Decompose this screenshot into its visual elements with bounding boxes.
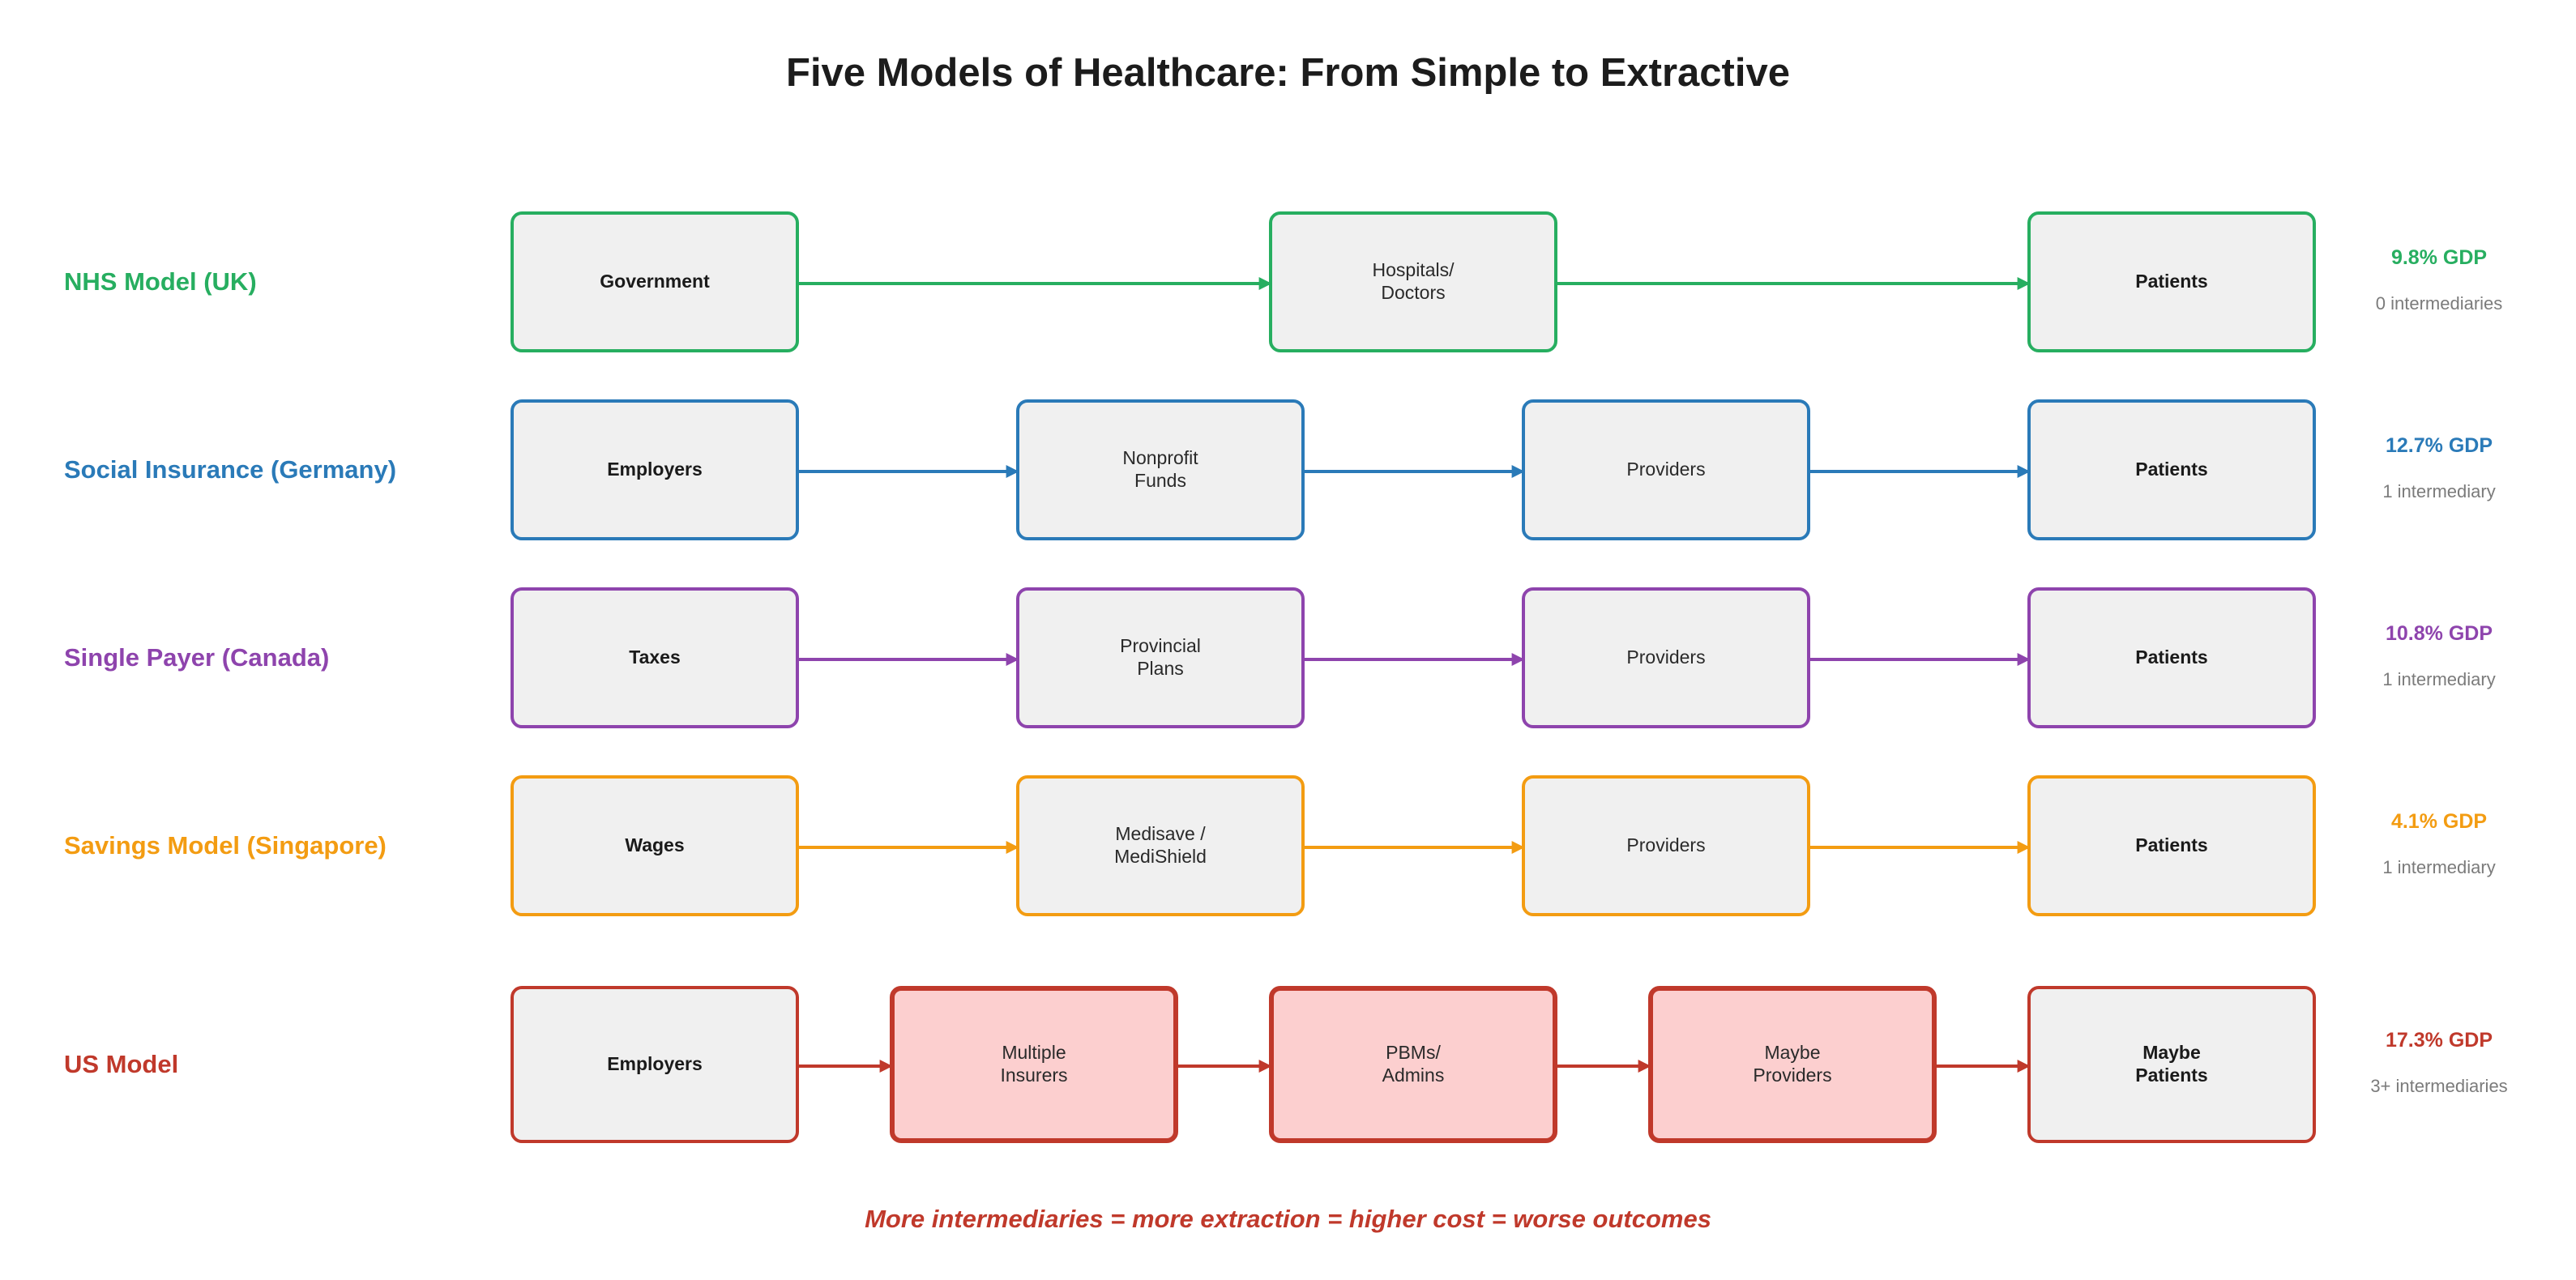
flow-node: Patients <box>2027 211 2316 352</box>
flow-node: Patients <box>2027 399 2316 540</box>
flow-node: Patients <box>2027 587 2316 728</box>
flow-node: Maybe Providers <box>1648 986 1937 1143</box>
diagram-title: Five Models of Healthcare: From Simple t… <box>786 51 1790 95</box>
flow-node: PBMs/ Admins <box>1269 986 1557 1143</box>
flow-node: Multiple Insurers <box>890 986 1178 1143</box>
flow-node: Providers <box>1522 775 1810 916</box>
row-label: Single Payer (Canada) <box>64 643 330 672</box>
row-label: NHS Model (UK) <box>64 267 257 296</box>
flow-node: Medisave / MediShield <box>1016 775 1305 916</box>
flow-node: Wages <box>511 775 799 916</box>
flow-node: Government <box>511 211 799 352</box>
flow-node: Providers <box>1522 399 1810 540</box>
flow-node: Providers <box>1522 587 1810 728</box>
flow-node: Patients <box>2027 775 2316 916</box>
flow-node: Taxes <box>511 587 799 728</box>
footer-note: More intermediaries = more extraction = … <box>865 1205 1711 1233</box>
flow-node: Provincial Plans <box>1016 587 1305 728</box>
flow-node: Maybe Patients <box>2027 986 2316 1143</box>
row-label: Social Insurance (Germany) <box>64 455 397 484</box>
flow-node: Hospitals/ Doctors <box>1269 211 1557 352</box>
flow-node: Nonprofit Funds <box>1016 399 1305 540</box>
row-label: Savings Model (Singapore) <box>64 831 387 860</box>
row-label: US Model <box>64 1050 179 1078</box>
flow-node: Employers <box>511 986 799 1143</box>
flow-node: Employers <box>511 399 799 540</box>
